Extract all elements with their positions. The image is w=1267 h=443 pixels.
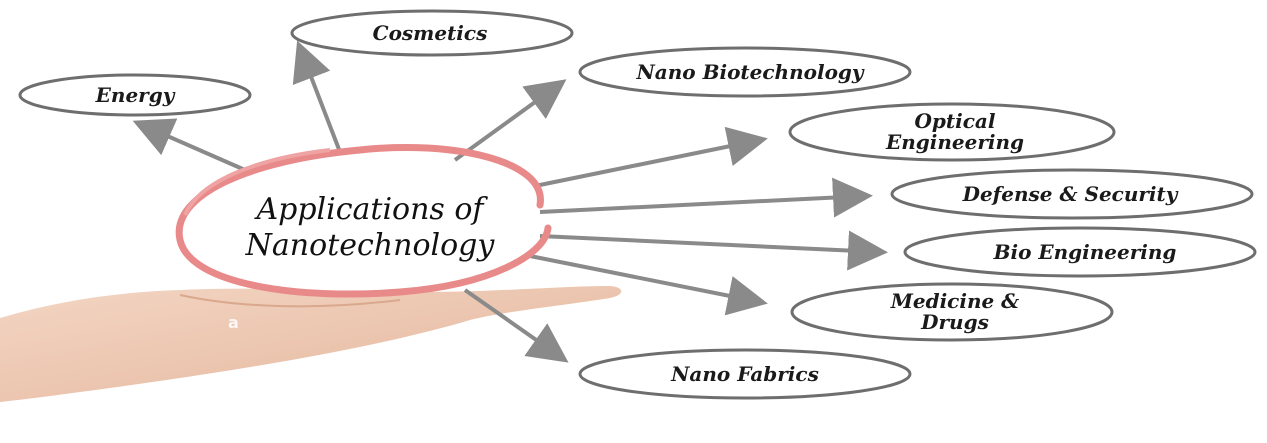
ellipse-defense-security	[890, 168, 1254, 220]
center-title-line1: Applications of	[256, 192, 484, 227]
ellipse-energy	[18, 73, 252, 117]
node-energy: Energy	[95, 82, 175, 107]
arrow-defense-security	[539, 177, 873, 218]
ellipse-cosmetics	[290, 9, 574, 57]
ellipse-nano-biotechnology	[578, 46, 912, 98]
center-title-line2: Nanotechnology	[245, 228, 495, 263]
node-nano-biotechnology: Nano Biotechnology	[636, 59, 864, 84]
arrow-optical-engineering	[534, 126, 768, 188]
ellipse-medicine-drugs	[790, 282, 1114, 342]
arrow-nano-fabrics	[463, 288, 569, 363]
ellipse-nano-fabrics	[578, 348, 912, 400]
center-ring	[175, 144, 552, 298]
hand-illustration	[0, 286, 622, 402]
arrow-medicine-drugs	[529, 254, 768, 316]
watermark-mark: a	[62, 398, 73, 417]
node-nano-fabrics: Nano Fabrics	[671, 361, 819, 386]
watermark-mark: a	[228, 313, 239, 332]
arrow-cosmetics	[292, 40, 342, 153]
arrow-energy	[132, 118, 246, 172]
node-medicine-drugs: Medicine & Drugs	[830, 286, 1080, 338]
medicine-drugs-line1: Medicine &	[890, 289, 1020, 313]
node-ellipses	[18, 9, 1257, 400]
node-optical-engineering: Optical Engineering	[830, 106, 1080, 158]
arrows	[132, 40, 888, 363]
optical-engineering-line1: Optical	[914, 109, 996, 133]
ellipse-optical-engineering	[788, 102, 1116, 162]
node-defense-security: Defense & Security	[962, 181, 1178, 206]
optical-engineering-line2: Engineering	[885, 130, 1025, 154]
center-title: Applications of Nanotechnology	[205, 192, 535, 270]
arrow-bio-engineering	[539, 230, 888, 271]
ellipse-bio-engineering	[903, 226, 1257, 278]
node-cosmetics: Cosmetics	[372, 20, 488, 45]
medicine-drugs-line2: Drugs	[921, 310, 989, 334]
node-bio-engineering: Bio Engineering	[993, 239, 1177, 264]
arrow-nano-biotechnology	[453, 79, 567, 162]
